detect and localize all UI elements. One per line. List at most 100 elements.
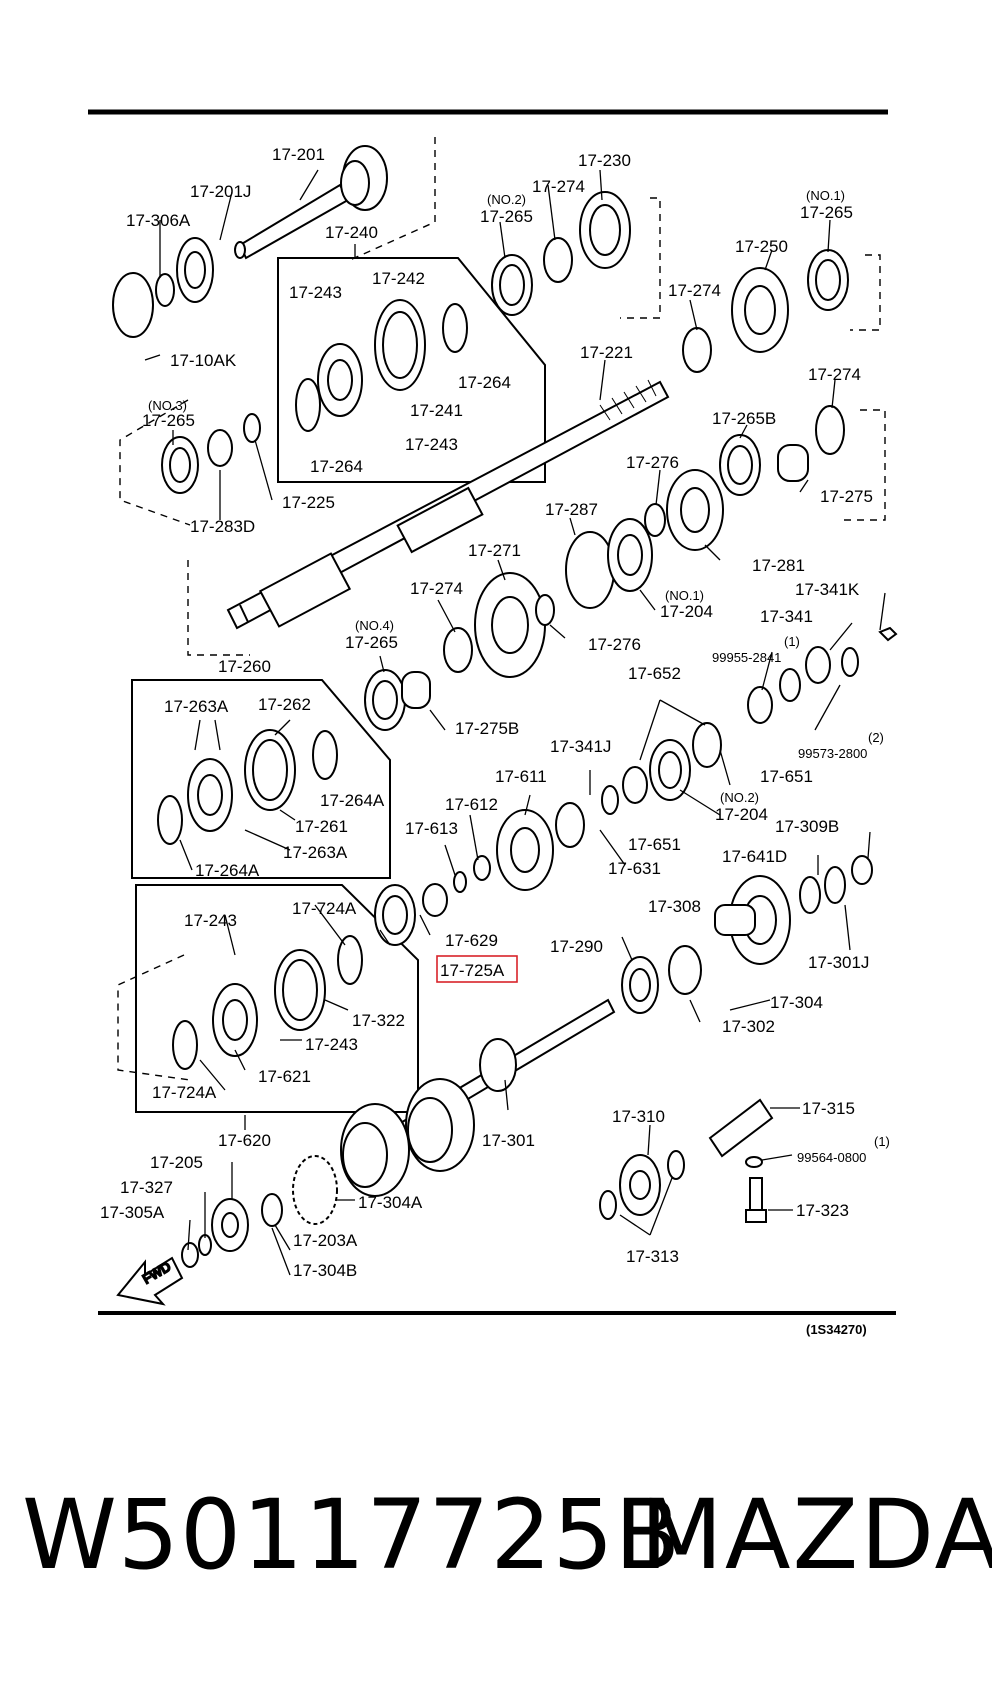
label-l62: 17-264A <box>195 861 260 880</box>
label-l83: 99564-0800 <box>797 1150 866 1165</box>
label-l77: 17-310 <box>612 1107 665 1126</box>
label-l65: 17-724A <box>292 899 357 918</box>
label-l30: 17-281 <box>752 556 805 575</box>
figure-code: (1S34270) <box>806 1322 867 1337</box>
label-l15: 17-230 <box>578 151 631 170</box>
fwd-arrow-icon: FWD <box>116 1256 184 1306</box>
group-box-17-260 <box>131 679 391 879</box>
label-l45: 17-263A <box>164 697 229 716</box>
label-l7: 17-242 <box>372 269 425 288</box>
label-l18: 17-250 <box>735 237 788 256</box>
label-l85: 17-304A <box>358 1193 423 1212</box>
label-l54: (NO.2) <box>720 790 759 805</box>
label-l43: 17-652 <box>628 664 681 683</box>
label-l12: (NO.2) <box>487 192 526 207</box>
label-l66: 17-308 <box>648 897 701 916</box>
label-l26: 17-265B <box>712 409 776 428</box>
label-l46: 17-262 <box>258 695 311 714</box>
label-l22: (NO.3) <box>148 398 187 413</box>
label-l73: 17-243 <box>305 1035 358 1054</box>
label-l86: 17-305A <box>100 1203 165 1222</box>
label-l60: 17-651 <box>628 835 681 854</box>
label-l89: 17-313 <box>626 1247 679 1266</box>
label-l76: 17-621 <box>258 1067 311 1086</box>
label-l52: 17-611 <box>495 767 547 786</box>
label-l10: 17-243 <box>405 435 458 454</box>
label-l47: (2) <box>868 730 884 745</box>
label-l3: 17-306A <box>126 211 191 230</box>
highlight-box <box>436 955 518 983</box>
label-l51: 17-264A <box>320 791 385 810</box>
label-l8: 17-264 <box>458 373 511 392</box>
label-l72: 17-304 <box>770 993 823 1012</box>
label-l5: 17-10AK <box>170 351 237 370</box>
label-l11: 17-264 <box>310 457 363 476</box>
label-l29: 17-287 <box>545 500 598 519</box>
label-l78: 17-315 <box>802 1099 855 1118</box>
label-l21: 17-274 <box>808 365 861 384</box>
label-l81: (1) <box>874 1134 890 1149</box>
label-l58: 17-309B <box>775 817 839 836</box>
label-l87: 17-323 <box>796 1201 849 1220</box>
label-l33: 17-204 <box>660 602 713 621</box>
label-l68: 17-290 <box>550 937 603 956</box>
brand-name: MAZDA <box>640 1479 992 1591</box>
label-l63: 17-641D <box>722 847 787 866</box>
label-l55: 17-204 <box>715 805 768 824</box>
leader-lines <box>144 169 886 1276</box>
label-l38: 17-265 <box>345 633 398 652</box>
label-l2: 17-201J <box>190 182 251 201</box>
label-l42: 17-260 <box>218 657 271 676</box>
label-l84: 17-327 <box>120 1178 173 1197</box>
label-l20: 17-221 <box>580 343 633 362</box>
group-box-17-620 <box>135 884 419 1113</box>
label-l53: 17-612 <box>445 795 498 814</box>
label-l82: 17-205 <box>150 1153 203 1172</box>
label-l44: 17-275B <box>455 719 519 738</box>
footer: W50117725B MAZDA <box>0 1480 992 1590</box>
label-l4: 17-240 <box>325 223 378 242</box>
components <box>112 191 898 1268</box>
part-labels: 17-201 17-201J 17-306A 17-240 17-10AK 17… <box>100 145 890 1337</box>
label-l64: 17-243 <box>184 911 237 930</box>
label-l40: (1) <box>784 634 800 649</box>
label-l24: 17-225 <box>282 493 335 512</box>
label-l57: 17-613 <box>405 819 458 838</box>
group-box-17-240 <box>277 257 546 483</box>
label-l50: 17-651 <box>760 767 813 786</box>
label-l35: 17-276 <box>588 635 641 654</box>
label-l27: 17-276 <box>626 453 679 472</box>
label-l48: 99573-2800 <box>798 746 867 761</box>
label-l37: (NO.4) <box>355 618 394 633</box>
label-l25: 17-283D <box>190 517 255 536</box>
label-l31: 17-271 <box>468 541 521 560</box>
label-l75: 17-724A <box>152 1083 217 1102</box>
label-l28: 17-275 <box>820 487 873 506</box>
label-l1: 17-201 <box>272 145 325 164</box>
label-l56: 17-261 <box>295 817 348 836</box>
label-l70: 17-725A <box>440 961 505 980</box>
label-l9: 17-241 <box>410 401 463 420</box>
label-l36: 17-341K <box>795 580 860 599</box>
label-l19: 17-274 <box>668 281 721 300</box>
label-l39: 17-341 <box>760 607 813 626</box>
input-shaft <box>234 145 388 260</box>
dashed-outlines <box>117 137 886 1081</box>
label-l90: 17-304B <box>293 1261 357 1280</box>
part-number: W50117725B <box>22 1479 682 1591</box>
label-l67: 17-629 <box>445 931 498 950</box>
mainshaft <box>226 379 670 630</box>
label-l69: 17-301J <box>808 953 869 972</box>
label-l61: 17-631 <box>608 859 661 878</box>
label-l34: 17-274 <box>410 579 463 598</box>
label-l13: 17-265 <box>480 207 533 226</box>
label-l59: 17-263A <box>283 843 348 862</box>
label-l71: 17-322 <box>352 1011 405 1030</box>
label-l41: 99955-2841 <box>712 650 781 665</box>
label-l79: 17-620 <box>218 1131 271 1150</box>
countershaft <box>340 998 616 1197</box>
label-l16: (NO.1) <box>806 188 845 203</box>
label-l49: 17-341J <box>550 737 611 756</box>
label-l14: 17-274 <box>532 177 585 196</box>
transmission-exploded-diagram: FWD <box>88 109 898 1337</box>
